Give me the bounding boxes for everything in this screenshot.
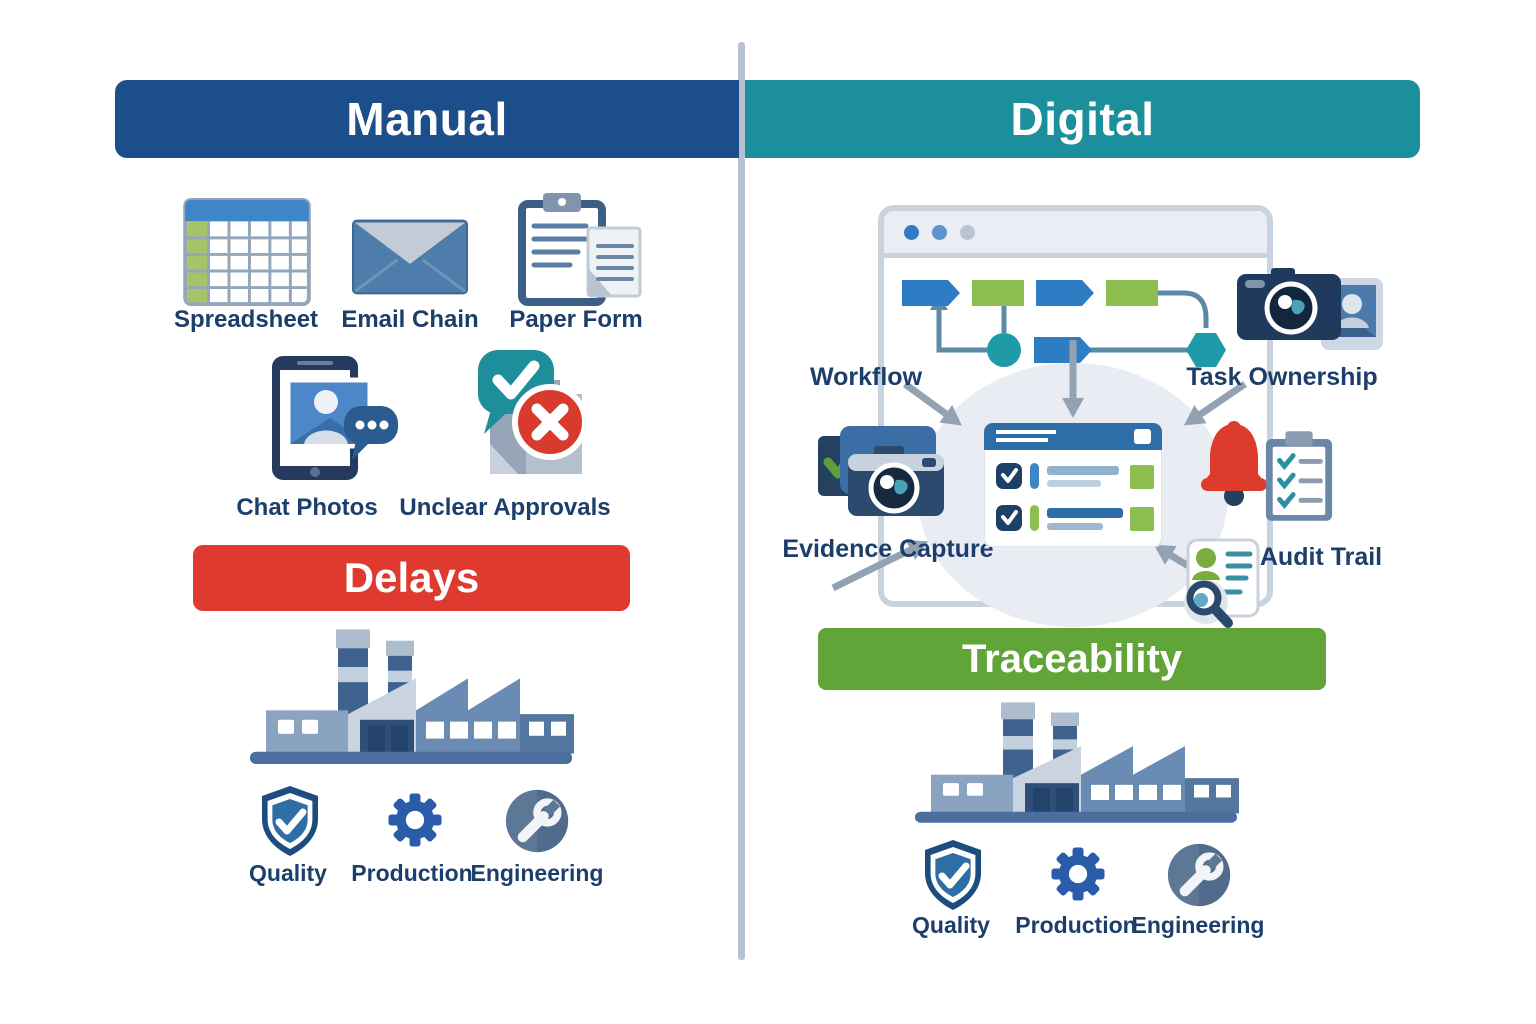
email-icon: [350, 214, 470, 300]
shield-check-icon: [921, 838, 985, 912]
wrench-icon: [504, 788, 570, 854]
gear-icon: [383, 788, 447, 852]
factory-icon: [240, 620, 580, 780]
shield-check-icon: [258, 784, 322, 858]
manual-title: Manual: [346, 93, 508, 145]
browser-dot-icon: [960, 224, 975, 240]
chat-photos-label: Chat Photos: [236, 494, 378, 521]
digital-header-banner: Digital: [745, 80, 1420, 158]
digital-production-label: Production: [1015, 912, 1137, 938]
paper-form-icon: [514, 190, 644, 308]
browser-dot-icon: [904, 224, 919, 240]
notification-bell-icon: [1198, 416, 1270, 512]
workflow-label: Workflow: [809, 363, 923, 391]
paper-form-label: Paper Form: [509, 306, 643, 333]
unclear-approvals-label: Unclear Approvals: [399, 494, 611, 521]
delays-banner: Delays: [193, 545, 630, 611]
evidence-capture-label: Evidence Capture: [782, 535, 994, 563]
chat-photos-icon: [252, 354, 402, 484]
browser-titlebar: [884, 211, 1267, 258]
browser-dot-icon: [932, 224, 947, 240]
manual-engineering-label: Engineering: [470, 860, 604, 886]
factory-icon: [905, 694, 1245, 837]
audit-trail-icon: [1180, 536, 1266, 628]
checklist-clipboard-icon: [1262, 428, 1336, 524]
wrench-icon: [1166, 842, 1232, 908]
manual-production-label: Production: [351, 860, 473, 886]
manual-header-banner: Manual: [115, 80, 739, 158]
delays-label: Delays: [343, 554, 480, 601]
unclear-approvals-icon: [450, 348, 602, 492]
digital-engineering-label: Engineering: [1131, 912, 1265, 938]
task-list-card: [984, 423, 1162, 547]
evidence-capture-camera-icon: [818, 426, 953, 526]
email-chain-label: Email Chain: [341, 306, 479, 333]
traceability-banner: Traceability: [818, 628, 1326, 690]
audit-trail-label: Audit Trail: [1259, 543, 1383, 571]
spreadsheet-label: Spreadsheet: [173, 306, 319, 333]
column-divider: [738, 42, 745, 960]
spreadsheet-icon: [180, 196, 314, 308]
digital-title: Digital: [1010, 93, 1155, 145]
task-ownership-label: Task Ownership: [1186, 363, 1378, 391]
manual-quality-label: Quality: [249, 860, 327, 886]
digital-quality-label: Quality: [912, 912, 990, 938]
gear-icon: [1046, 842, 1110, 906]
traceability-label: Traceability: [961, 636, 1183, 681]
workflow-diagram: [884, 258, 1267, 408]
task-ownership-camera-icon: [1235, 256, 1385, 358]
